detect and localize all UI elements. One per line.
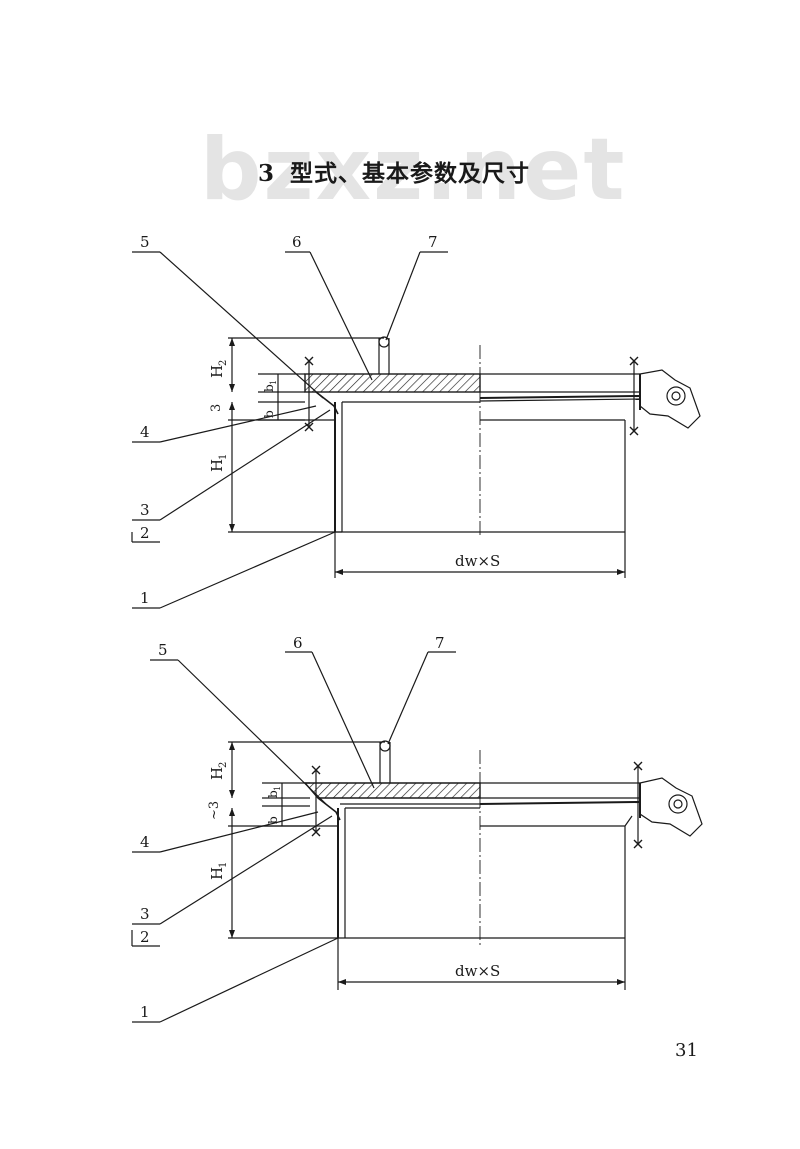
dim-H2: H (208, 365, 226, 378)
dim-dw-s: dw×S (455, 552, 500, 570)
callout-1: 1 (140, 1003, 150, 1021)
callout-2: 2 (140, 524, 150, 542)
callout-7: 7 (435, 634, 445, 652)
dim-3: ~3 (207, 801, 222, 820)
dim-b1: b (266, 790, 280, 798)
callout-7: 7 (428, 233, 438, 251)
dim-b: b (266, 816, 280, 824)
dim-H1: H (208, 867, 226, 880)
figure-top-drawing: 5 6 7 4 3 2 1 H 2 H 1 3 b 1 b dw×S (131, 233, 701, 609)
dim-H2-sub: 2 (218, 762, 229, 768)
callout-4: 4 (140, 423, 150, 441)
dim-H2: H (208, 767, 226, 780)
figure-bottom-drawing: 5 6 7 4 3 2 1 H 2 H 1 ~3 b 1 b dw×S (131, 634, 703, 1023)
dim-b1: b (262, 384, 276, 392)
callout-4: 4 (140, 833, 150, 851)
callout-6: 6 (293, 634, 303, 652)
section-title: 型式、基本参数及尺寸 (290, 161, 531, 187)
dim-b1-sub: 1 (273, 786, 282, 791)
callout-5: 5 (158, 641, 168, 659)
dim-H1: H (208, 459, 226, 472)
dim-b: b (262, 410, 276, 418)
dim-H1-sub: 1 (218, 862, 229, 868)
callout-1: 1 (140, 589, 150, 607)
section-heading: 3 型式、基本参数及尺寸 (258, 156, 530, 192)
watermark: bzxz.net (200, 120, 627, 220)
dim-3: 3 (209, 404, 224, 412)
dim-dw-s: dw×S (455, 962, 500, 980)
callout-3: 3 (140, 905, 150, 923)
dim-H1-sub: 1 (218, 454, 229, 460)
callout-6: 6 (292, 233, 302, 251)
dim-H2-sub: 2 (218, 360, 229, 366)
dim-b1-sub: 1 (269, 380, 278, 385)
callout-2: 2 (140, 928, 150, 946)
callout-5: 5 (140, 233, 150, 251)
callout-3: 3 (140, 501, 150, 519)
page-number: 31 (675, 1040, 698, 1061)
section-number: 3 (258, 160, 275, 187)
